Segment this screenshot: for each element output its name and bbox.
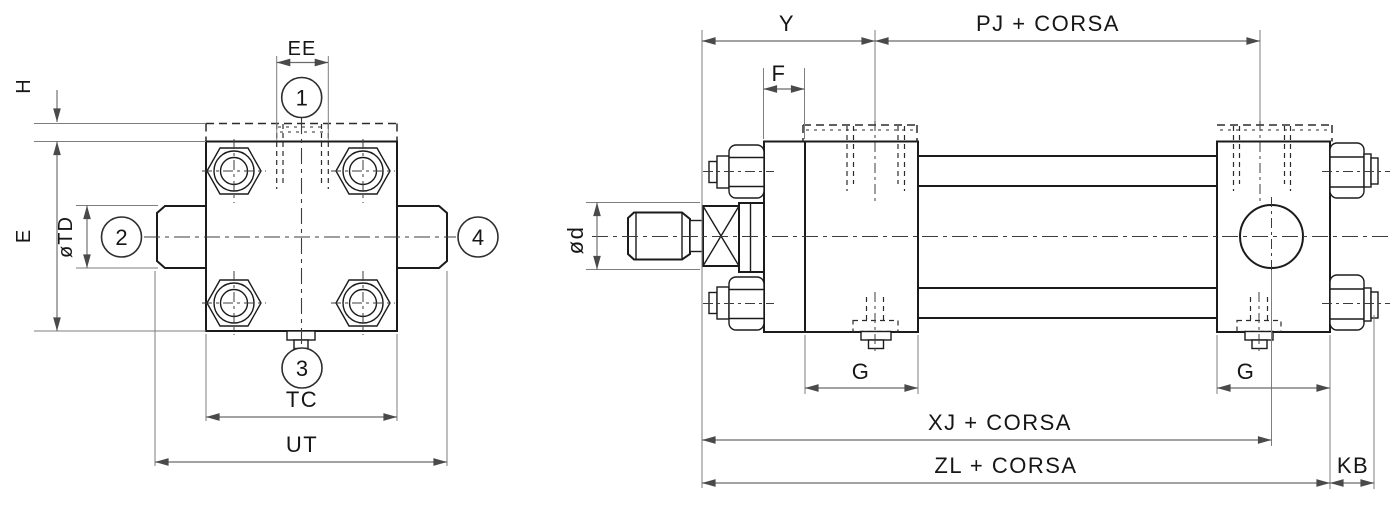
dim-g-front-label: G <box>852 359 871 384</box>
rod-gland <box>738 202 765 273</box>
dim-h: H <box>13 78 206 142</box>
hex-nut <box>331 139 395 203</box>
end-view-centerlines <box>144 118 456 346</box>
dim-f: F <box>763 61 805 139</box>
side-view-centerlines <box>592 121 1392 352</box>
hex-nut <box>331 271 395 335</box>
dim-td: øTD <box>55 205 158 269</box>
rear-tie-rod-nuts <box>1329 142 1379 331</box>
dim-y-label: Y <box>779 11 795 36</box>
dim-tc: TC <box>205 334 398 421</box>
end-view-dimensions: EE H E øTD <box>13 38 448 466</box>
callout-3-number: 3 <box>296 356 308 381</box>
front-port-boss-hidden <box>802 124 918 191</box>
callout-4-number: 4 <box>472 225 484 250</box>
dim-f-label: F <box>772 61 787 86</box>
tie-rods <box>917 155 1218 319</box>
callout-2-number: 2 <box>115 225 127 250</box>
dim-g-rear: G <box>1216 335 1330 394</box>
end-view-body <box>156 139 448 350</box>
callout-2: 2 <box>100 216 143 258</box>
hex-nut <box>202 139 266 203</box>
dim-ee-label: EE <box>288 38 317 60</box>
dim-ut: UT <box>154 271 448 466</box>
dim-ee: EE <box>276 38 329 141</box>
rear-port-boss-hidden <box>1217 124 1333 191</box>
dim-xj-corsa-label: XJ + CORSA <box>928 410 1072 435</box>
end-view: EE H E øTD <box>13 38 499 466</box>
dim-d-label: ød <box>563 226 588 255</box>
dim-y: Y <box>702 11 875 45</box>
dim-kb: KB <box>1330 453 1374 487</box>
dim-kb-label: KB <box>1337 453 1369 478</box>
dim-pj-corsa: PJ + CORSA <box>875 11 1260 45</box>
dim-zl-corsa: ZL + CORSA <box>702 453 1330 487</box>
dim-h-label: H <box>13 78 35 93</box>
dim-zl-corsa-label: ZL + CORSA <box>934 453 1077 478</box>
end-view-callouts: 1 2 3 4 <box>100 76 499 389</box>
dim-ut-label: UT <box>286 432 318 457</box>
dim-xj-corsa: XJ + CORSA <box>702 410 1272 444</box>
tie-rod-nuts-end-view <box>202 139 395 335</box>
dim-e: E <box>13 141 206 332</box>
side-view-dimensions: Y PJ + CORSA F ød <box>563 11 1375 489</box>
dim-td-label: øTD <box>55 216 77 258</box>
side-view: Y PJ + CORSA F ød <box>563 11 1392 489</box>
callout-1: 1 <box>280 76 323 119</box>
callout-3: 3 <box>281 347 323 389</box>
dim-g-rear-label: G <box>1237 359 1256 384</box>
dim-pj-corsa-label: PJ + CORSA <box>976 11 1120 36</box>
dim-tc-label: TC <box>286 387 318 412</box>
dim-g-front: G <box>804 335 919 394</box>
callout-1-number: 1 <box>296 86 308 111</box>
dim-d: ød <box>563 202 700 270</box>
hex-nut <box>202 271 266 335</box>
callout-4: 4 <box>457 216 499 258</box>
dim-e-label: E <box>13 229 35 243</box>
